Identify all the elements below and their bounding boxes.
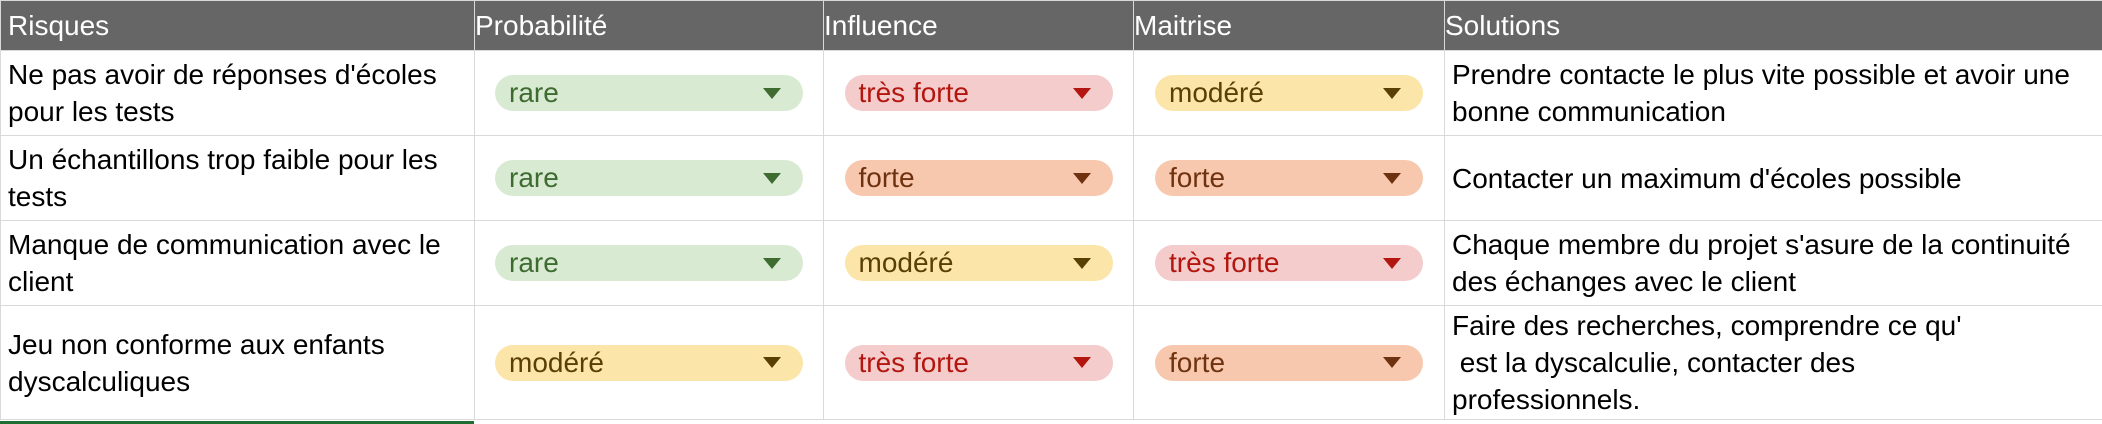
control-cell[interactable]: forte bbox=[1133, 135, 1445, 221]
risk-cell[interactable]: Ne pas avoir de réponses d'écoles pour l… bbox=[0, 50, 475, 136]
control-dropdown-chip[interactable]: très forte bbox=[1155, 245, 1423, 281]
chip-label: rare bbox=[509, 162, 559, 193]
control-cell[interactable]: modéré bbox=[1133, 50, 1445, 136]
influence-dropdown-chip[interactable]: modéré bbox=[844, 245, 1113, 281]
risk-cell[interactable]: Un échantillons trop faible pour les tes… bbox=[0, 135, 475, 221]
header-row: Risques Probabilité Influence Maitrise S… bbox=[0, 0, 2102, 51]
dropdown-caret-icon[interactable] bbox=[1072, 357, 1091, 368]
solution-cell[interactable]: Faire des recherches, comprendre ce qu' … bbox=[1444, 305, 2102, 420]
table-row: Un échantillons trop faible pour les tes… bbox=[0, 135, 2102, 221]
chip-label: très forte bbox=[858, 346, 969, 378]
chip-label: forte bbox=[1169, 346, 1226, 378]
solution-cell[interactable]: Contacter un maximum d'écoles possible bbox=[1444, 135, 2102, 221]
chip-label: modéré bbox=[509, 346, 604, 378]
chip-label: rare bbox=[509, 247, 559, 278]
control-cell[interactable]: très forte bbox=[1133, 220, 1445, 306]
dropdown-caret-icon[interactable] bbox=[1383, 357, 1401, 368]
probability-dropdown-chip[interactable]: rare bbox=[495, 245, 803, 281]
dropdown-caret-icon[interactable] bbox=[763, 357, 781, 368]
influence-dropdown-chip[interactable]: très forte bbox=[844, 75, 1113, 111]
probability-dropdown-chip[interactable]: rare bbox=[495, 75, 803, 111]
solution-line: professionnels. bbox=[1452, 384, 1641, 415]
control-dropdown-chip[interactable]: modéré bbox=[1155, 75, 1423, 111]
header-probabilite[interactable]: Probabilité bbox=[474, 0, 824, 51]
solution-line: Faire des recherches, comprendre ce qu' bbox=[1452, 310, 1962, 341]
header-maitrise[interactable]: Maitrise bbox=[1133, 0, 1445, 51]
header-risques[interactable]: Risques bbox=[0, 0, 475, 51]
probability-cell[interactable]: rare bbox=[474, 220, 824, 306]
table-row: Jeu non conforme aux enfants dyscalculiq… bbox=[0, 305, 2102, 420]
dropdown-caret-icon[interactable] bbox=[1383, 257, 1401, 269]
chip-label: très forte bbox=[858, 77, 969, 108]
chip-label: modéré bbox=[858, 247, 954, 278]
probability-dropdown-chip[interactable]: modéré bbox=[495, 344, 803, 381]
dropdown-caret-icon[interactable] bbox=[763, 87, 781, 99]
dropdown-caret-icon[interactable] bbox=[763, 172, 781, 184]
dropdown-caret-icon[interactable] bbox=[1072, 172, 1091, 184]
table-row: Ne pas avoir de réponses d'écoles pour l… bbox=[0, 50, 2102, 136]
solution-line: est la dyscalculie, contacter des bbox=[1452, 347, 1856, 378]
influence-cell[interactable]: très forte bbox=[823, 50, 1134, 136]
probability-cell[interactable]: rare bbox=[474, 135, 824, 221]
influence-cell[interactable]: modéré bbox=[823, 220, 1134, 306]
risk-cell[interactable]: Jeu non conforme aux enfants dyscalculiq… bbox=[0, 305, 475, 420]
header-solutions[interactable]: Solutions bbox=[1444, 0, 2102, 51]
dropdown-caret-icon[interactable] bbox=[1383, 87, 1401, 99]
probability-cell[interactable]: modéré bbox=[474, 305, 824, 420]
influence-cell[interactable]: forte bbox=[823, 135, 1134, 221]
selection-border bbox=[0, 421, 474, 424]
dropdown-caret-icon[interactable] bbox=[763, 257, 781, 269]
risk-cell[interactable]: Manque de communication avec le client bbox=[0, 220, 475, 306]
chip-label: forte bbox=[1169, 162, 1226, 193]
chip-label: modéré bbox=[1169, 77, 1264, 108]
influence-dropdown-chip[interactable]: très forte bbox=[844, 344, 1113, 381]
probability-dropdown-chip[interactable]: rare bbox=[495, 160, 803, 196]
solution-cell[interactable]: Chaque membre du projet s'asure de la co… bbox=[1444, 220, 2102, 306]
control-dropdown-chip[interactable]: forte bbox=[1155, 160, 1423, 196]
influence-dropdown-chip[interactable]: forte bbox=[844, 160, 1113, 196]
probability-cell[interactable]: rare bbox=[474, 50, 824, 136]
control-cell[interactable]: forte bbox=[1133, 305, 1445, 420]
solution-cell[interactable]: Prendre contacte le plus vite possible e… bbox=[1444, 50, 2102, 136]
header-influence[interactable]: Influence bbox=[823, 0, 1134, 51]
control-dropdown-chip[interactable]: forte bbox=[1155, 344, 1423, 381]
chip-label: rare bbox=[509, 77, 559, 108]
influence-cell[interactable]: très forte bbox=[823, 305, 1134, 420]
chip-label: forte bbox=[858, 162, 915, 193]
dropdown-caret-icon[interactable] bbox=[1383, 172, 1401, 184]
table-row: Manque de communication avec le client r… bbox=[0, 220, 2102, 306]
chip-label: très forte bbox=[1169, 247, 1280, 278]
dropdown-caret-icon[interactable] bbox=[1072, 87, 1091, 99]
dropdown-caret-icon[interactable] bbox=[1072, 257, 1091, 269]
